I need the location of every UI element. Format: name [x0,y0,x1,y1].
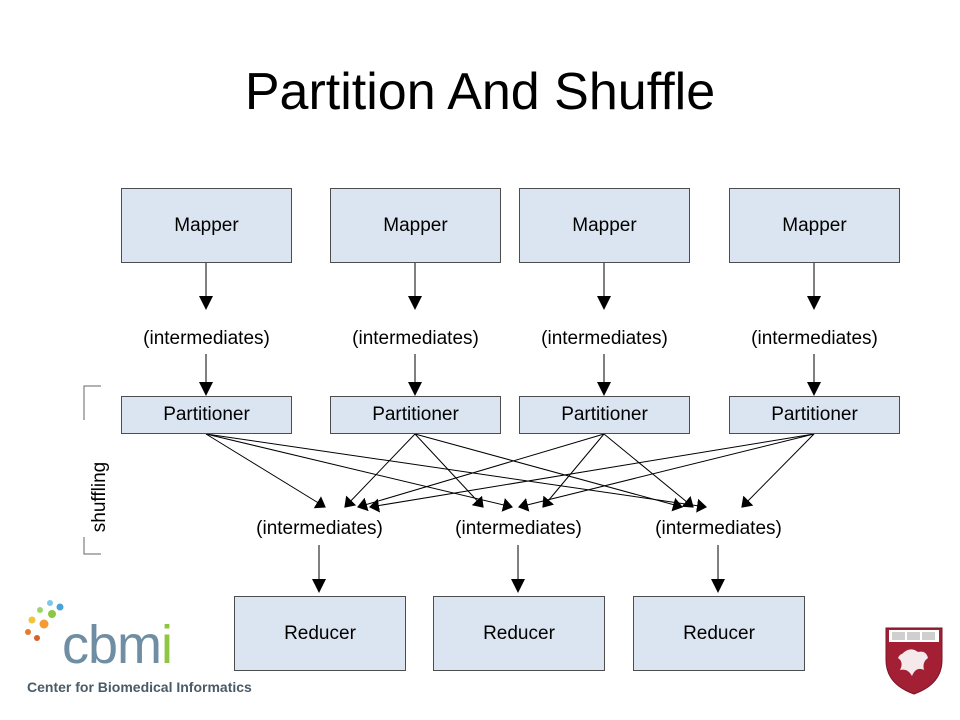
intermediates-label: (intermediates) [655,518,782,539]
logo-tagline: Center for Biomedical Informatics [27,679,252,695]
mapper-box: Mapper [729,188,900,263]
partitioner-box: Partitioner [729,396,900,434]
cbmi-logo: cbmi [62,614,173,676]
slide-title: Partition And Shuffle [244,63,716,121]
shuffle-arrow [205,433,326,509]
shuffle-arrow [344,433,416,508]
shuffle-arrow [205,433,707,513]
shuffle-arrow [205,433,513,512]
intermediates-label: (intermediates) [455,518,582,539]
shuffle-arrow [357,433,605,512]
shuffle-arrow [741,433,815,508]
shuffling-bracket-bottom [83,537,101,555]
reducer-box: Reducer [433,596,605,671]
intermediates-label: (intermediates) [143,328,270,349]
reducer-box: Reducer [633,596,805,671]
shuffle-arrow [414,433,683,512]
shuffle-arrow [542,433,605,508]
mapper-box: Mapper [519,188,690,263]
intermediates-label: (intermediates) [352,328,479,349]
intermediates-label: (intermediates) [541,328,668,349]
intermediates-label: (intermediates) [256,518,383,539]
shuffling-bracket [83,385,101,420]
shuffling-label: shuffling [89,461,110,533]
intermediates-label: (intermediates) [751,328,878,349]
partitioner-box: Partitioner [330,396,501,434]
cbmi-dots-icon [25,600,64,641]
shuffle-arrow [603,433,694,508]
partitioner-box: Partitioner [121,396,292,434]
harvard-shield-icon [885,627,943,695]
mapper-box: Mapper [330,188,501,263]
mapper-box: Mapper [121,188,292,263]
shuffle-arrow [414,433,484,508]
logo-name-accent: i [161,615,173,675]
shuffle-arrow [518,433,815,512]
logo-name-main: cbm [62,615,162,675]
partitioner-box: Partitioner [519,396,690,434]
shuffle-arrow [369,433,815,513]
reducer-box: Reducer [234,596,406,671]
